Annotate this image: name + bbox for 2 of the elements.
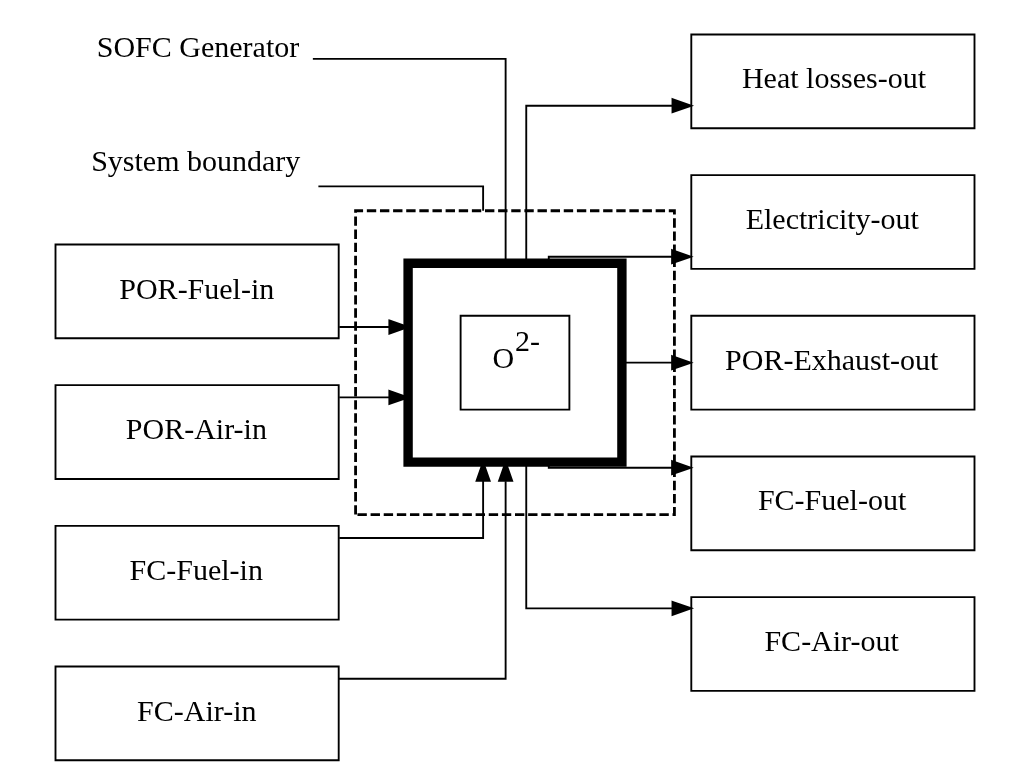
node-text: SOFC Generator [96,29,299,63]
node-text: System boundary [90,144,300,177]
